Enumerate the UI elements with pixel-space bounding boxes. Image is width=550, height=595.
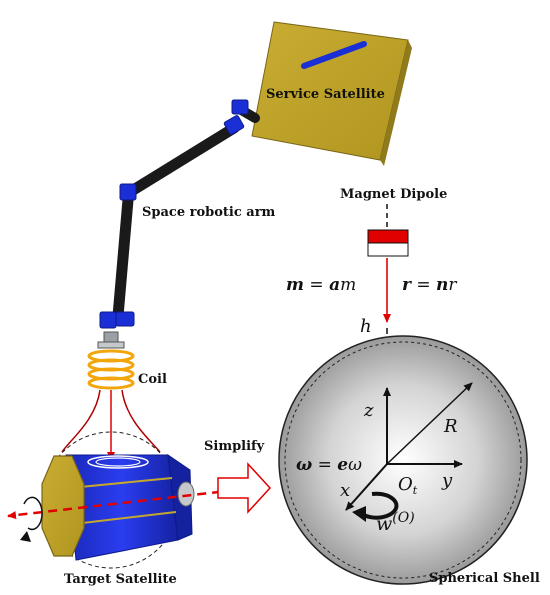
joint-wrist-b — [115, 311, 135, 327]
radius-vector — [386, 382, 473, 465]
w-label: w(O) — [376, 510, 415, 535]
r-symbol: r — [402, 275, 412, 295]
x-axis — [345, 463, 388, 511]
origin-O: O — [398, 474, 413, 495]
equation-m: m = am — [286, 275, 356, 295]
omega-equals: = — [312, 455, 337, 475]
n-symbol: n — [436, 275, 448, 295]
omega-equation: ω = eω — [296, 455, 362, 475]
joint-elbow-upper — [223, 115, 245, 135]
svg-text:r = nr: r = nr — [402, 275, 457, 295]
svg-text:m = am: m = am — [286, 275, 356, 295]
magnet-dipole-label: Magnet Dipole — [340, 187, 447, 202]
origin-subscript: t — [413, 484, 418, 497]
space-robotic-arm: Space robotic arm — [99, 99, 276, 329]
magnet-dipole: Magnet Dipole — [340, 187, 447, 462]
omega-scalar: ω — [348, 455, 362, 475]
m-scalar: m — [340, 275, 356, 295]
service-satellite: Service Satellite — [251, 21, 412, 166]
R-label: R — [443, 416, 458, 437]
dipole-north — [367, 229, 409, 244]
joint-wrist-a — [99, 311, 117, 329]
target-end-panel — [41, 455, 85, 557]
a-symbol: a — [329, 275, 340, 295]
h-label: h — [360, 316, 372, 337]
spherical-shell-label: Spherical Shell — [429, 571, 540, 586]
origin-label: Ot — [398, 474, 418, 497]
service-satellite-label: Service Satellite — [266, 87, 385, 102]
target-satellite-label: Target Satellite — [64, 572, 177, 587]
r-scalar: r — [448, 275, 457, 295]
joint-shoulder — [231, 99, 249, 115]
spin-axis — [7, 488, 237, 520]
dipole-south — [367, 242, 409, 257]
m-equals: = — [304, 275, 329, 295]
x-label: x — [340, 480, 350, 501]
target-satellite: Target Satellite — [7, 431, 237, 587]
w-superscript: (O) — [392, 510, 414, 526]
omega-symbol: ω — [296, 455, 312, 475]
z-label: z — [363, 400, 374, 421]
r-equals: = — [411, 275, 436, 295]
field-lines — [61, 389, 161, 461]
e-symbol: e — [337, 455, 348, 475]
joint-elbow — [119, 183, 137, 201]
space-robotic-arm-label: Space robotic arm — [142, 205, 276, 220]
simplify-arrow: Simplify — [204, 439, 272, 514]
spherical-shell: z y x R ω = eω Ot w(O) Spherical Shell — [278, 335, 540, 586]
m-symbol: m — [286, 275, 304, 295]
w-symbol: w — [376, 513, 392, 535]
coil: Coil — [87, 331, 167, 390]
coil-label: Coil — [138, 372, 167, 387]
y-label: y — [441, 470, 453, 491]
sensor-bar — [301, 41, 367, 69]
shell-inner-dashed — [284, 341, 522, 579]
equation-r: r = nr — [402, 275, 457, 295]
shell-outer — [278, 335, 528, 585]
simplify-label: Simplify — [204, 439, 265, 454]
